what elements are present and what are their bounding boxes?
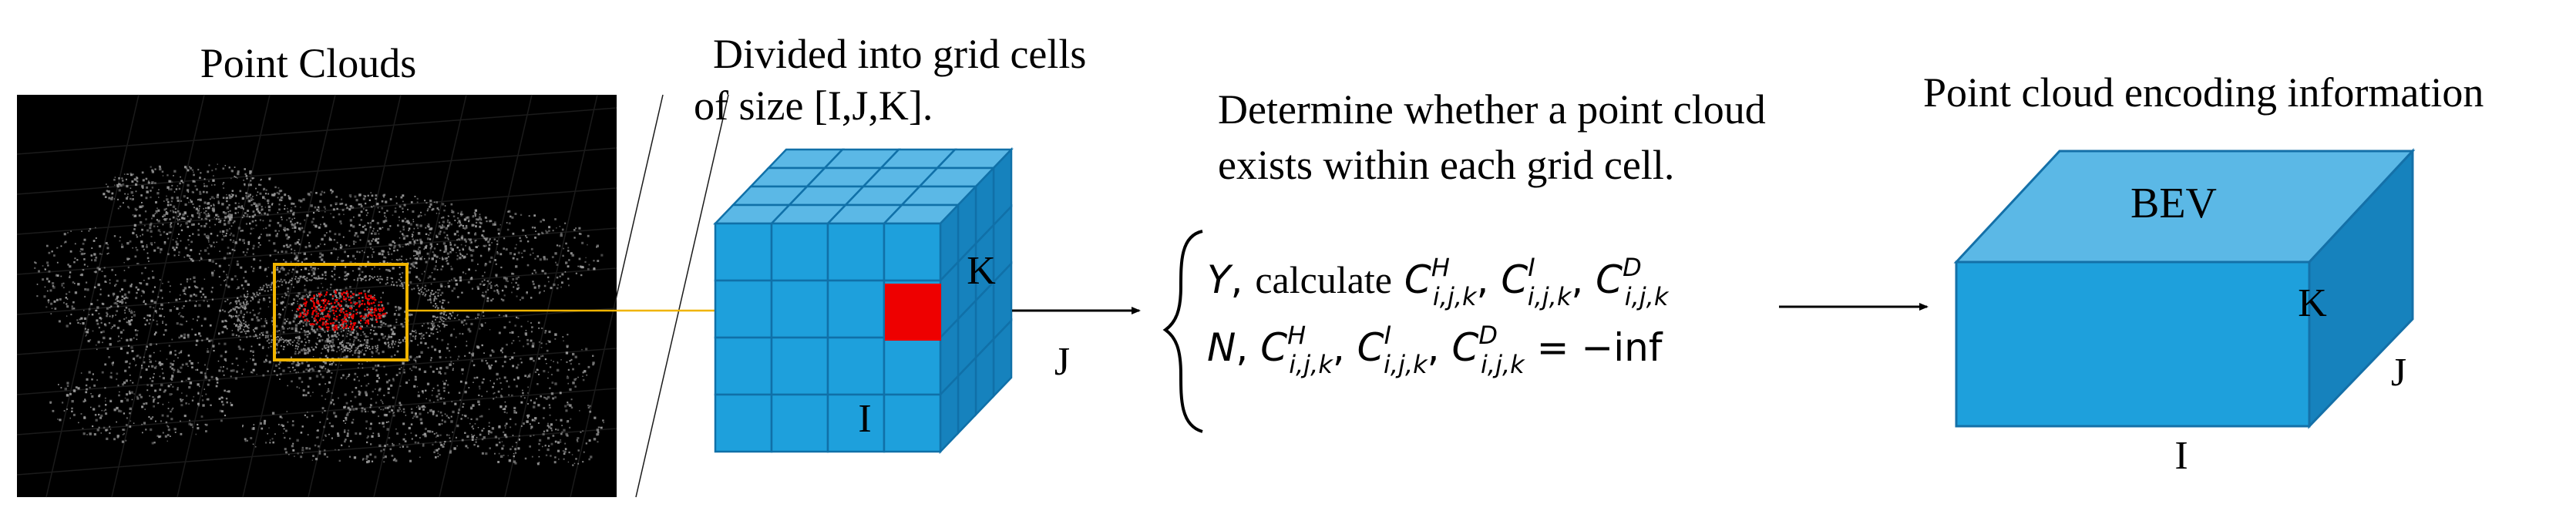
bev-label-k: K [2298, 281, 2327, 325]
grid-front-cell [714, 336, 773, 396]
grid-label-i: I [858, 397, 871, 441]
grid-label-k: K [967, 249, 996, 293]
encoding-title: Point cloud encoding information [1923, 69, 2484, 116]
grid-front-cell [883, 393, 942, 453]
grid-front-cell [883, 336, 942, 396]
no-c-h: C [1260, 325, 1287, 370]
bev-label-j: J [2391, 351, 2406, 395]
grid-label-j: J [1054, 340, 1070, 384]
bev-label: BEV [2130, 180, 2217, 227]
grid-cube [713, 146, 1014, 455]
determine-line1: Determine whether a point cloud [1218, 86, 1766, 133]
no-suffix: = −inf [1537, 325, 1663, 370]
yes-calculate: calculate [1255, 258, 1392, 301]
roi-box [273, 263, 409, 361]
grid-title-line2: of size [I,J,K]. [694, 82, 933, 129]
no-prefix: N [1207, 325, 1236, 370]
no-c-i: C [1357, 325, 1384, 370]
grid-title-line1: Divided into grid cells [713, 31, 1086, 77]
bev-cube-front [1955, 260, 2311, 428]
grid-front-cell [826, 336, 886, 396]
no-c-d: C [1451, 325, 1478, 370]
yes-prefix: Y [1207, 257, 1233, 302]
grid-front-cell [714, 393, 773, 453]
point-clouds-title: Point Clouds [200, 40, 417, 86]
occupied-grid-cell [885, 284, 941, 341]
grid-front-cell [883, 222, 942, 282]
grid-front-cell [826, 393, 886, 453]
c-d: C [1596, 257, 1623, 302]
grid-front-cell [770, 393, 829, 453]
grid-front-cell [770, 336, 829, 396]
bev-cube [1953, 148, 2416, 429]
grid-front-cell [826, 222, 886, 282]
bev-label-i: I [2174, 434, 2188, 478]
grid-front-cell [770, 222, 829, 282]
grid-front-cell [770, 279, 829, 339]
curly-brace [1162, 230, 1203, 433]
c-i: C [1501, 257, 1528, 302]
grid-front-cell [826, 279, 886, 339]
grid-front-cell [714, 279, 773, 339]
determine-line2: exists within each grid cell. [1218, 142, 1674, 188]
point-cloud-image [16, 94, 729, 498]
c-h: C [1404, 257, 1431, 302]
grid-front-cell [714, 222, 773, 282]
